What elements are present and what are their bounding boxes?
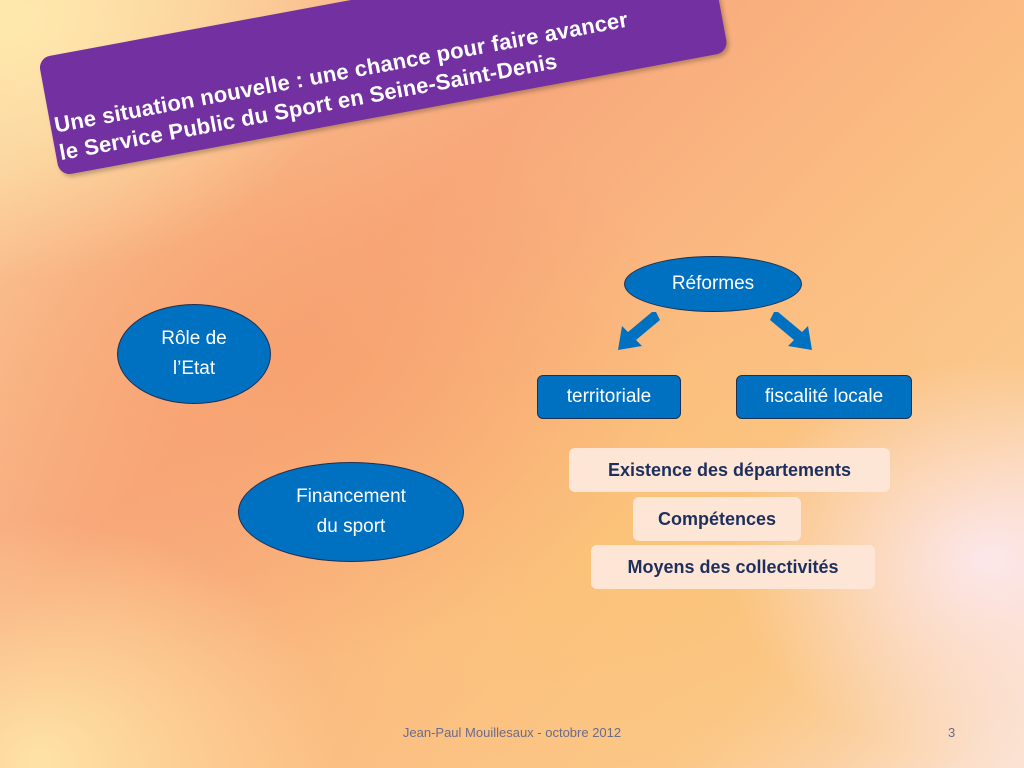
node-role-etat: Rôle de l’Etat <box>117 304 271 404</box>
node-reformes: Réformes <box>624 256 802 312</box>
node-financement-line-2: du sport <box>316 516 386 537</box>
node-role-etat-line-1: Rôle de <box>161 328 227 349</box>
item-existence-departements: Existence des départements <box>569 448 890 492</box>
arrow-down-left-icon <box>618 312 660 350</box>
item-competences: Compétences <box>633 497 801 541</box>
node-financement-line-1: Financement <box>296 486 406 507</box>
item-moyens-collectivites: Moyens des collectivités <box>591 545 875 589</box>
arrow-down-right-icon <box>770 312 812 350</box>
node-fiscalite-locale: fiscalité locale <box>736 375 912 419</box>
footer-author: Jean-Paul Mouillesaux - octobre 2012 <box>402 725 622 740</box>
node-financement: Financement du sport <box>238 462 464 562</box>
node-role-etat-line-2: l’Etat <box>172 358 216 379</box>
page-number: 3 <box>948 725 956 740</box>
node-territoriale: territoriale <box>537 375 681 419</box>
